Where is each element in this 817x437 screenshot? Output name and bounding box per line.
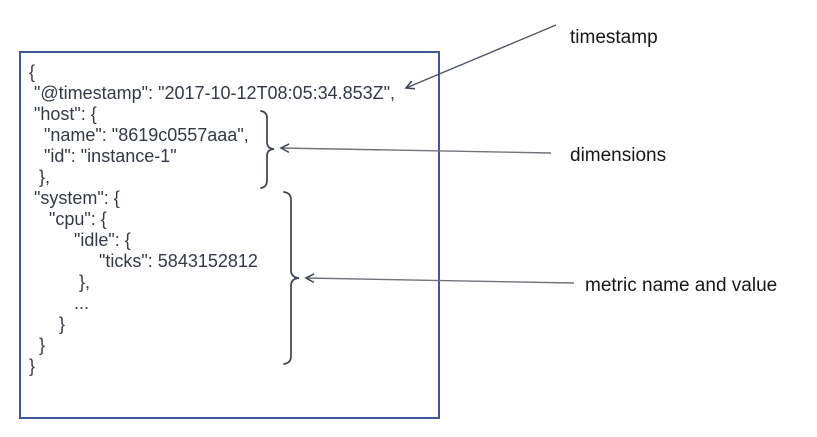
json-document-box: { "@timestamp": "2017-10-12T08:05:34.853…	[19, 51, 440, 419]
dimensions-label: dimensions	[570, 145, 667, 166]
json-document-code: { "@timestamp": "2017-10-12T08:05:34.853…	[29, 62, 396, 376]
timestamp-label: timestamp	[570, 27, 658, 48]
metric-name-and-value-label: metric name and value	[585, 275, 778, 296]
